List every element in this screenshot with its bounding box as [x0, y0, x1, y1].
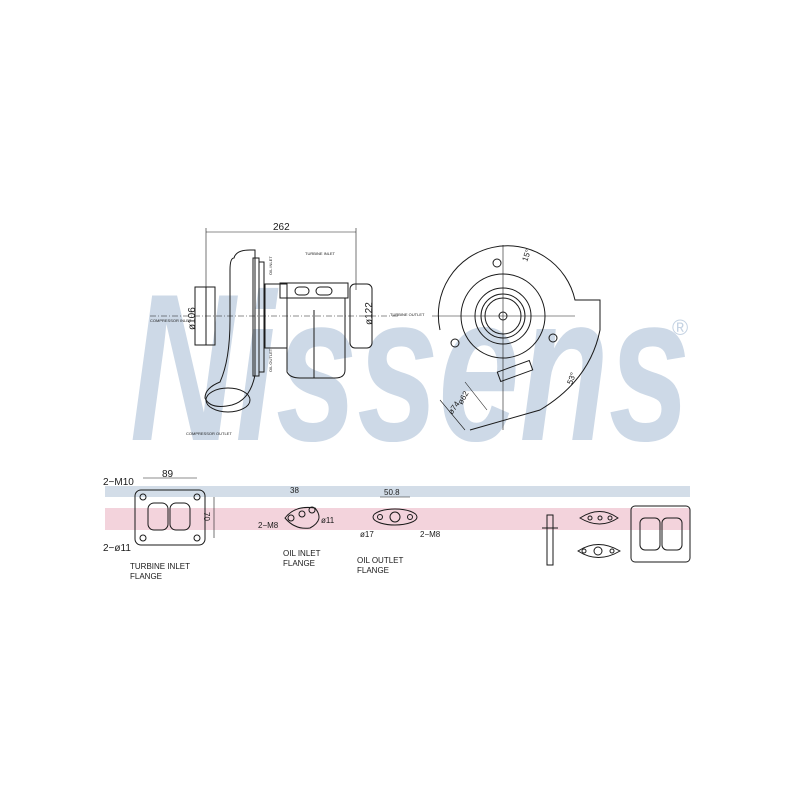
- registered-mark: ®: [672, 315, 688, 340]
- gasket-kit: [542, 505, 691, 566]
- watermark-text: Nissens: [130, 250, 690, 485]
- turbine-inlet-flange: 89 70 2−M10 2−ø11 TURBINE INLET FLANGE: [103, 469, 215, 581]
- blue-stripe: [105, 486, 690, 497]
- turbine-inlet-gasket-part: [630, 505, 691, 563]
- title-oil-inlet-flange-2: FLANGE: [283, 559, 315, 568]
- oil-inlet-gasket-part: [579, 511, 619, 525]
- label-compressor-inlet: COMPRESSOR INLET: [150, 318, 192, 323]
- title-oil-inlet-flange: OIL INLET: [283, 549, 321, 558]
- pink-stripe: [105, 508, 690, 530]
- dim-angle-53: 53°: [565, 371, 578, 385]
- label-turbine-outlet: TURBINE OUTLET: [390, 312, 425, 317]
- dim-turbine-dia: ø122: [364, 302, 375, 325]
- label-compressor-outlet: COMPRESSOR OUTLET: [186, 431, 232, 436]
- label-turbine-inlet: TURBINE INLET: [305, 251, 336, 256]
- oil-outlet-flange: 50.8 ø17 2−M8 OIL OUTLET FLANGE: [357, 488, 441, 575]
- oil-inlet-flange: 38 2−M8 ø11 OIL INLET FLANGE: [258, 486, 335, 568]
- dim-angle-15: 15°: [520, 248, 533, 262]
- dim-flange-width: 89: [162, 469, 174, 480]
- side-view: 262 ø106 COMPRESSOR INLET COMPRESSOR OUT…: [150, 222, 425, 436]
- dim-flange-height: 70: [202, 512, 211, 521]
- title-turbine-inlet-flange: TURBINE INLET: [130, 562, 190, 571]
- label-studs-m10: 2−M10: [103, 477, 134, 488]
- dim-overall-length: 262: [273, 222, 290, 233]
- oil-outlet-gasket-part: [577, 544, 621, 558]
- label-oil-inlet-hole: ø11: [321, 516, 335, 525]
- label-oil-outlet-hole: ø17: [360, 530, 374, 539]
- label-holes-11: 2−ø11: [103, 543, 131, 554]
- label-oil-outlet: OIL OUTLET: [268, 348, 273, 372]
- title-turbine-inlet-flange-2: FLANGE: [130, 572, 162, 581]
- label-oil-outlet-studs: 2−M8: [420, 530, 441, 539]
- banjo-bolt-part: [542, 514, 558, 566]
- dim-oil-inlet-spacing: 38: [290, 486, 299, 495]
- label-oil-inlet-studs: 2−M8: [258, 521, 279, 530]
- nissens-watermark: Nissens ®: [130, 250, 690, 485]
- title-oil-outlet-flange-2: FLANGE: [357, 566, 389, 575]
- dim-oil-outlet-spacing: 50.8: [384, 488, 400, 497]
- title-oil-outlet-flange: OIL OUTLET: [357, 556, 403, 565]
- dim-compressor-dia: ø106: [187, 307, 198, 330]
- label-oil-inlet: OIL INLET: [268, 256, 273, 275]
